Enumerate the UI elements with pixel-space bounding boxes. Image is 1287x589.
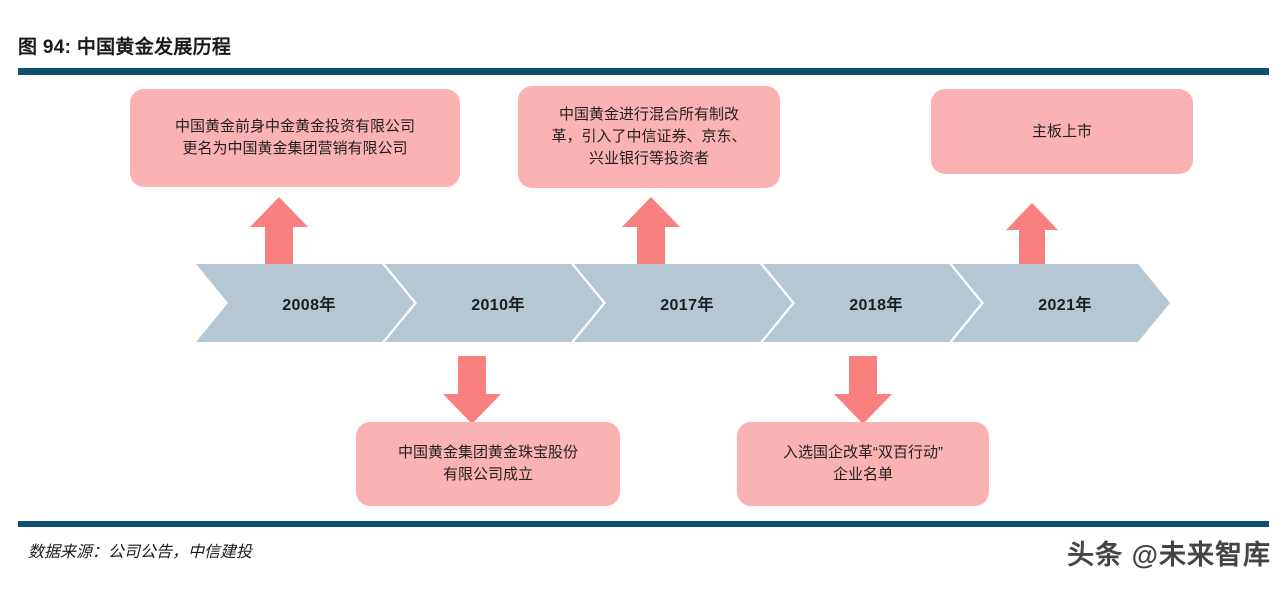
- up-arrow-2008: [250, 197, 308, 265]
- timeline-chevron-2008[interactable]: 2008年: [196, 264, 414, 342]
- down-arrow-2018: [834, 356, 892, 424]
- timeline-chevron-label: 2008年: [282, 297, 336, 314]
- timeline-chevron-2021[interactable]: 2021年: [952, 264, 1170, 342]
- watermark: 头条 @未来智库: [1067, 540, 1271, 570]
- timeline-chevron-label: 2021年: [1038, 297, 1092, 314]
- source-note: 数据来源：公司公告，中信建投: [28, 544, 253, 561]
- callout-2008: 中国黄金前身中金黄金投资有限公司 更名为中国黄金集团营销有限公司: [130, 89, 460, 187]
- timeline-chevron-2017[interactable]: 2017年: [574, 264, 792, 342]
- callout-2018: 入选国企改革“双百行动” 企业名单: [737, 422, 989, 506]
- timeline-bar: 2008年 2010年 2017年 2018年 2021年: [196, 264, 1156, 342]
- callout-2010: 中国黄金集团黄金珠宝股份 有限公司成立: [356, 422, 620, 506]
- timeline-chevron-2010[interactable]: 2010年: [385, 264, 603, 342]
- callout-2017: 中国黄金进行混合所有制改 革，引入了中信证券、京东、 兴业银行等投资者: [518, 86, 780, 188]
- page-title: 图 94: 中国黄金发展历程: [18, 37, 232, 58]
- timeline-diagram: 中国黄金前身中金黄金投资有限公司 更名为中国黄金集团营销有限公司 中国黄金进行混…: [0, 75, 1287, 521]
- up-arrow-2017: [622, 197, 680, 265]
- up-arrow-2021: [1006, 203, 1058, 265]
- footer-divider: [18, 521, 1269, 527]
- timeline-chevron-label: 2010年: [471, 297, 525, 314]
- callout-2021: 主板上市: [931, 89, 1193, 174]
- down-arrow-2010: [443, 356, 501, 424]
- title-divider: [18, 68, 1269, 75]
- timeline-chevron-label: 2017年: [660, 297, 714, 314]
- timeline-chevron-2018[interactable]: 2018年: [763, 264, 981, 342]
- timeline-chevron-label: 2018年: [849, 297, 903, 314]
